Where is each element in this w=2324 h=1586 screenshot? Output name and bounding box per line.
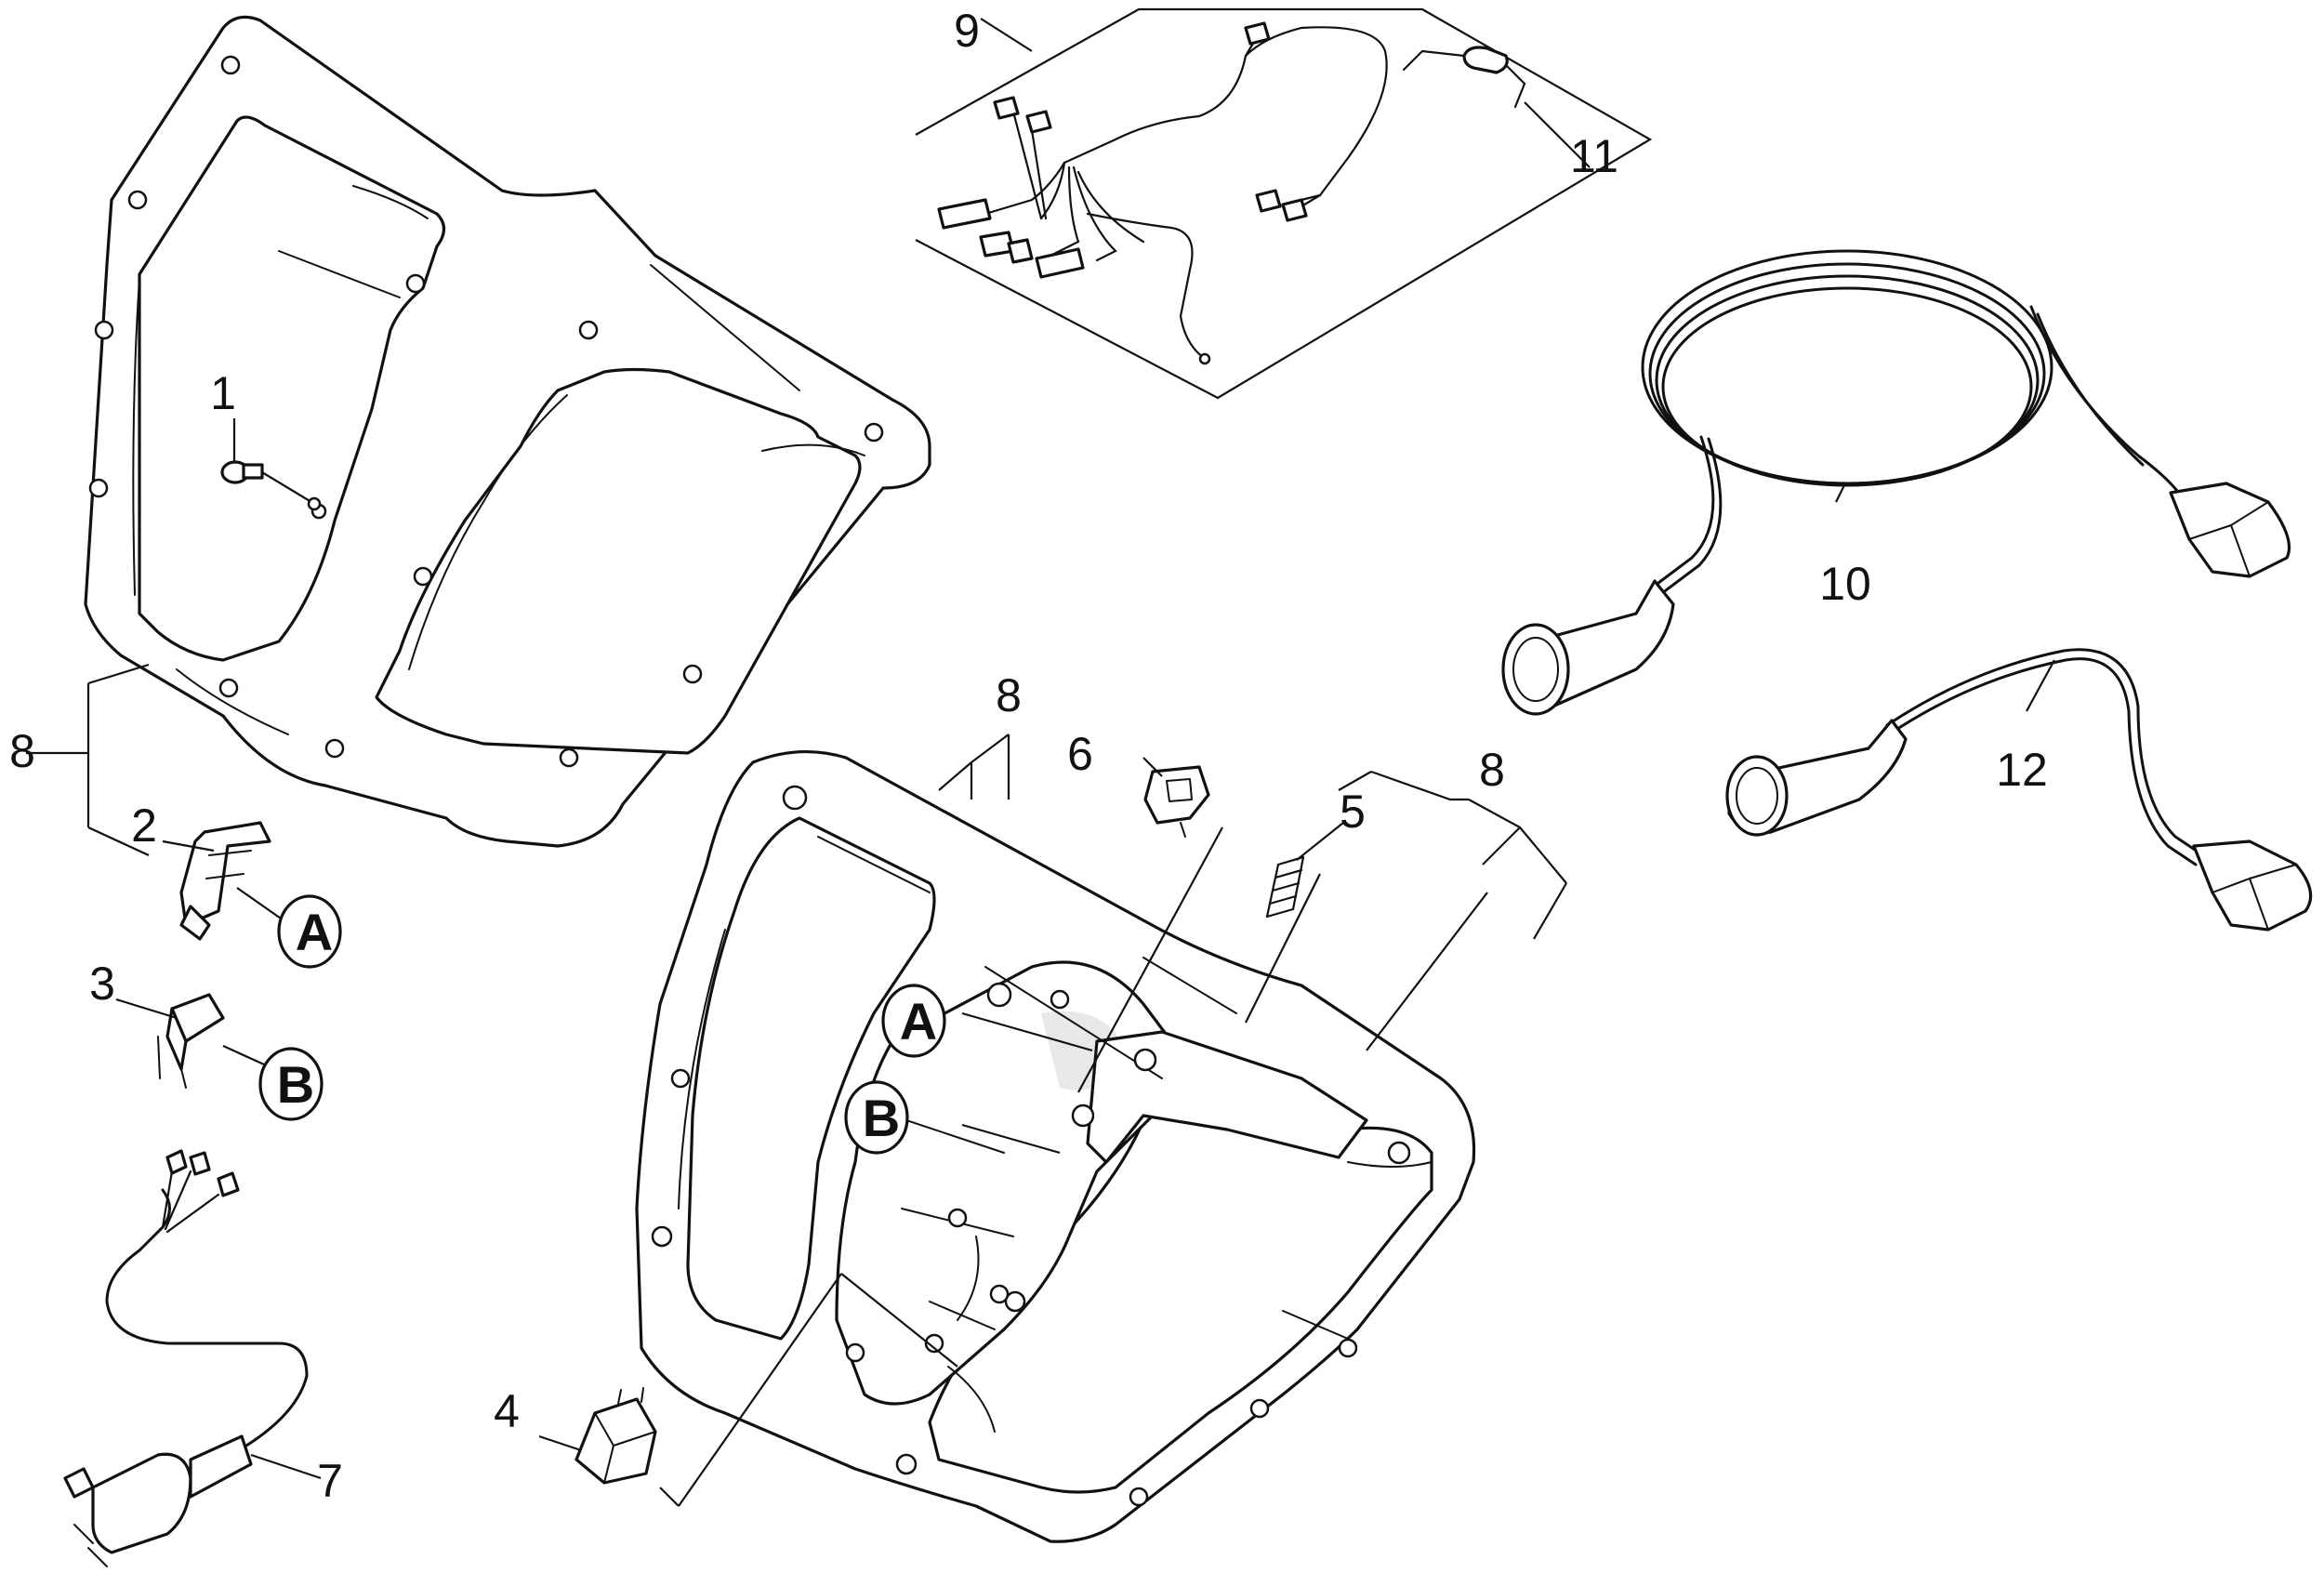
marker-a-center: A xyxy=(900,992,937,1051)
switch-part-6 xyxy=(1143,765,1210,838)
callout-12: 12 xyxy=(1996,744,2048,796)
callout-10: 10 xyxy=(1819,558,1871,610)
rear-handle-frame xyxy=(635,749,1476,1543)
switch-part-3 xyxy=(157,993,225,1089)
relay-part-4 xyxy=(574,1387,657,1485)
clip-part-2 xyxy=(179,821,271,941)
callout-11: 11 xyxy=(1570,130,1618,182)
callout-numbers: 1 2 3 4 5 6 7 8 8 8 9 10 11 12 xyxy=(9,5,2048,1507)
leader-lines xyxy=(26,18,2055,1507)
wiring-harness-part-9 xyxy=(915,7,1653,400)
power-cord-part-7 xyxy=(63,1149,309,1567)
screw-part-1 xyxy=(220,418,322,511)
callout-8-right: 8 xyxy=(1479,744,1505,796)
letter-markers: A B A B xyxy=(258,894,946,1155)
callout-2: 2 xyxy=(131,800,157,852)
callout-3: 3 xyxy=(89,958,115,1010)
front-handle-frame xyxy=(84,15,931,848)
callout-4: 4 xyxy=(494,1385,520,1437)
callout-6: 6 xyxy=(1067,728,1093,780)
callout-1: 1 xyxy=(210,367,236,419)
marker-b-left: B xyxy=(277,1055,314,1114)
callout-8-center: 8 xyxy=(996,669,1022,721)
spring-part-5 xyxy=(1265,855,1305,919)
callout-8-left: 8 xyxy=(9,725,35,777)
callout-5: 5 xyxy=(1340,786,1366,838)
extension-cord-part-10 xyxy=(1501,249,2291,716)
ferrite-cable-part-11 xyxy=(1402,46,1526,109)
marker-a-left: A xyxy=(296,903,333,961)
marker-b-center: B xyxy=(863,1089,900,1147)
extension-cord-part-12 xyxy=(1725,648,2313,932)
callout-9: 9 xyxy=(954,5,980,57)
callout-7: 7 xyxy=(317,1455,343,1507)
